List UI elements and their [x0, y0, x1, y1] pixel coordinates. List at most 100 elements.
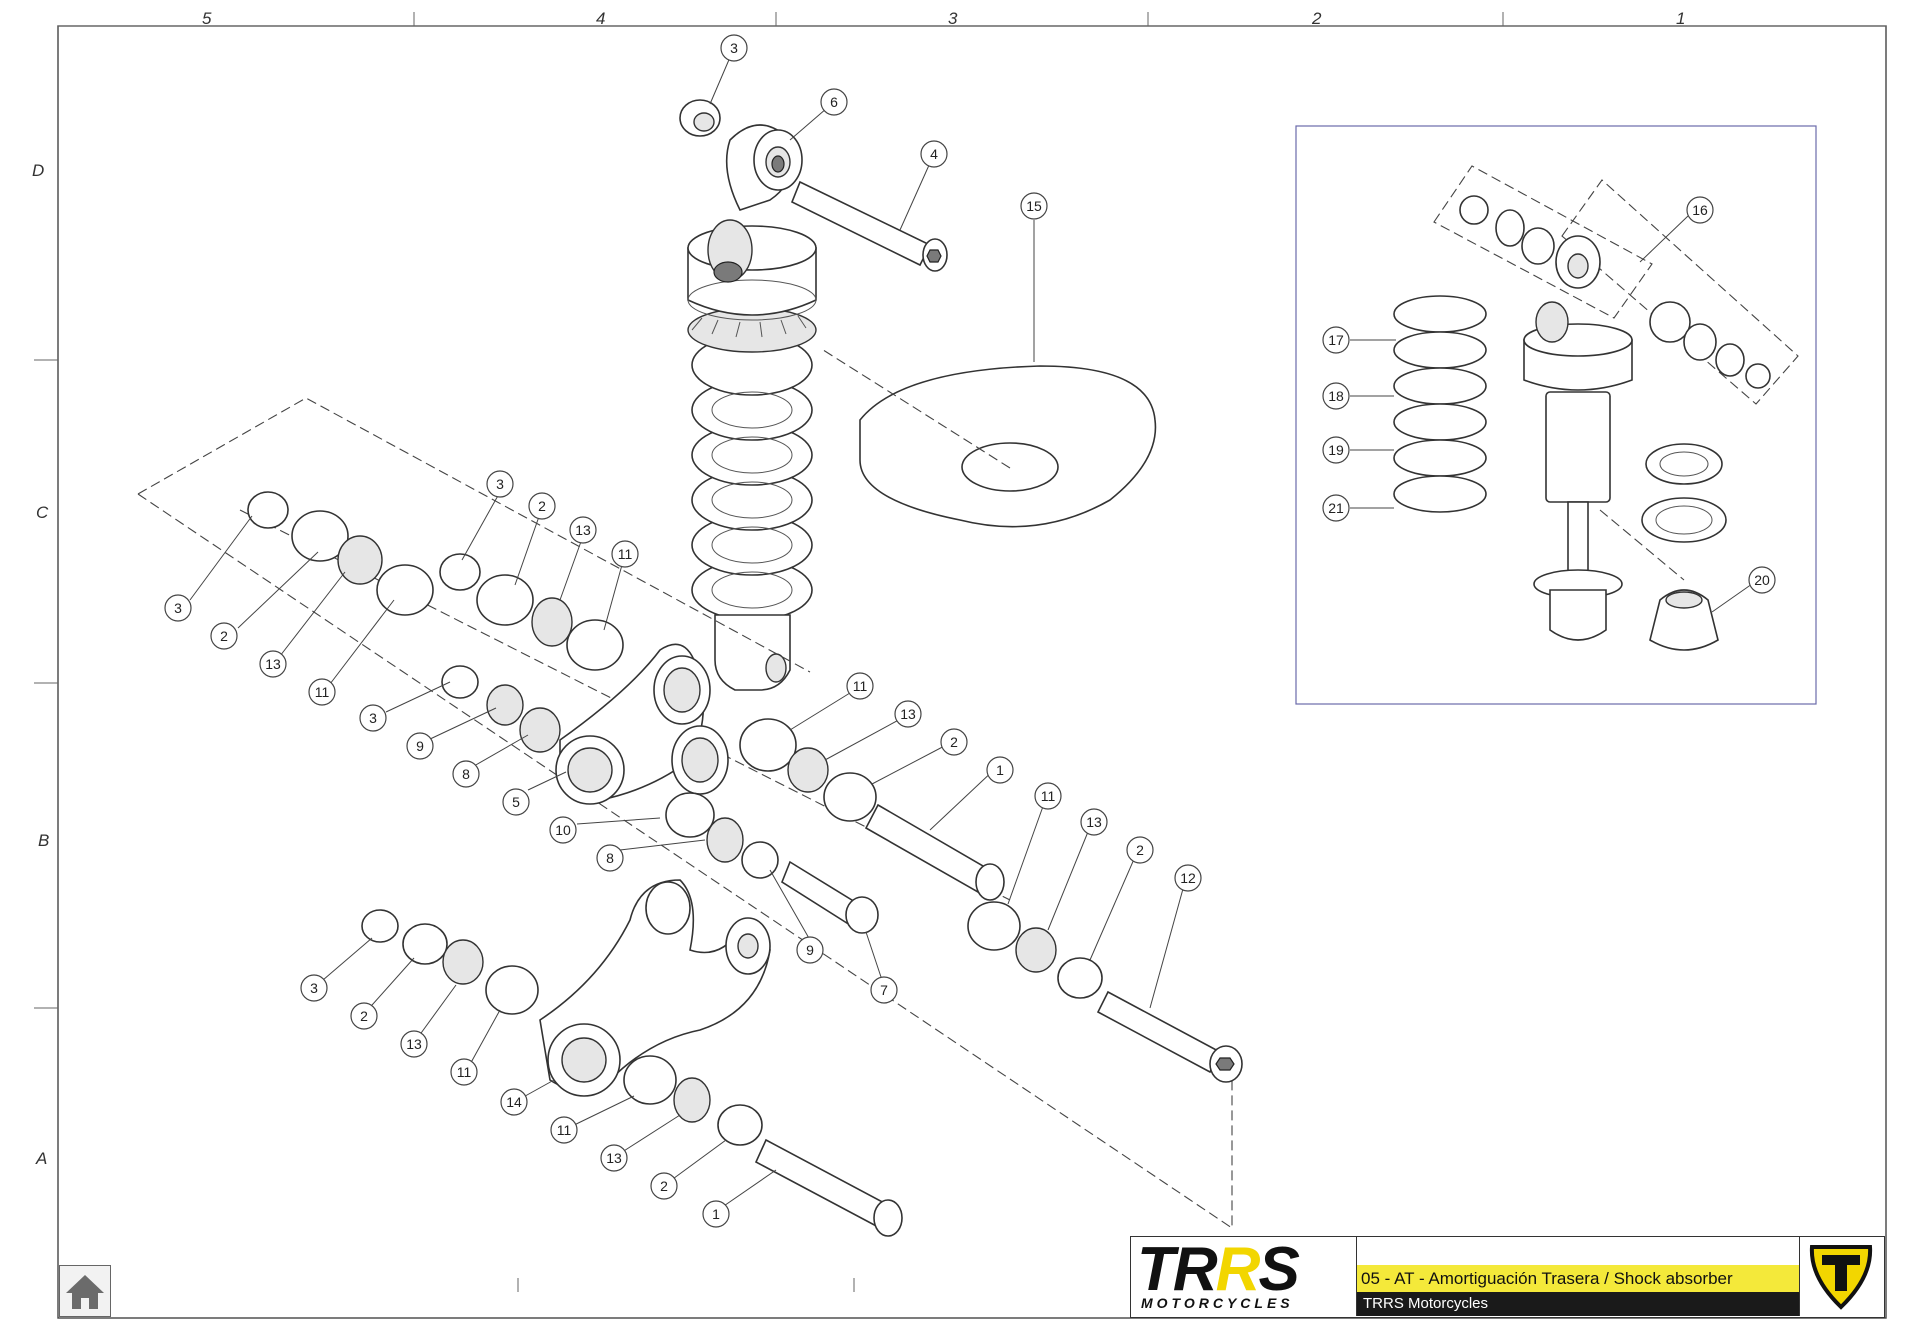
svg-text:6: 6	[830, 94, 838, 110]
brand-suffix: S	[1258, 1235, 1299, 1304]
svg-text:13: 13	[575, 522, 591, 538]
svg-text:2: 2	[660, 1178, 668, 1194]
bottom-ticks	[517, 1278, 855, 1292]
left-zone-ticks	[34, 359, 58, 1009]
callout-13-a: 13	[259, 650, 287, 678]
callout-9-a: 9	[406, 732, 434, 760]
svg-text:11: 11	[618, 546, 633, 562]
callout-2-a: 2	[210, 622, 238, 650]
zone-col-3: 3	[948, 9, 958, 28]
svg-text:1: 1	[712, 1206, 720, 1222]
callout-4: 4	[920, 140, 948, 168]
svg-text:13: 13	[900, 706, 916, 722]
callout-17: 17	[1322, 326, 1350, 354]
callout-2-f: 2	[650, 1172, 678, 1200]
svg-text:5: 5	[512, 794, 520, 810]
svg-text:13: 13	[265, 656, 281, 672]
callout-13-c: 13	[894, 700, 922, 728]
svg-text:3: 3	[174, 600, 182, 616]
svg-text:2: 2	[950, 734, 958, 750]
callout-2-b: 2	[528, 492, 556, 520]
callout-3-top: 3	[720, 34, 748, 62]
callout-14: 14	[500, 1088, 528, 1116]
callout-6: 6	[820, 88, 848, 116]
callout-2-d: 2	[1126, 836, 1154, 864]
brand-accent: R	[1215, 1235, 1261, 1304]
svg-text:4: 4	[930, 146, 938, 162]
svg-text:2: 2	[220, 628, 228, 644]
home-button[interactable]	[59, 1265, 111, 1317]
lower-link-illustration	[361, 879, 1243, 1237]
shock-absorber-illustration	[679, 99, 948, 691]
callout-12: 12	[1174, 864, 1202, 892]
svg-text:17: 17	[1328, 332, 1344, 348]
svg-text:13: 13	[1086, 814, 1102, 830]
emblem-box	[1799, 1237, 1883, 1316]
svg-text:11: 11	[853, 678, 868, 694]
callout-13-b: 13	[569, 516, 597, 544]
svg-text:3: 3	[310, 980, 318, 996]
svg-text:11: 11	[315, 684, 330, 700]
svg-text:8: 8	[606, 850, 614, 866]
svg-text:1: 1	[996, 762, 1004, 778]
zone-row-A: A	[35, 1149, 47, 1168]
callout-20: 20	[1748, 566, 1776, 594]
drawing-frame	[57, 25, 1887, 1319]
svg-text:9: 9	[806, 942, 814, 958]
callout-9-b: 9	[796, 936, 824, 964]
inset-detail	[1295, 125, 1817, 705]
callout-2-c: 2	[940, 728, 968, 756]
svg-text:11: 11	[457, 1064, 472, 1080]
callout-11-d: 11	[1034, 782, 1062, 810]
callout-13-d: 13	[1080, 808, 1108, 836]
callout-8-b: 8	[596, 844, 624, 872]
callout-13-f: 13	[600, 1144, 628, 1172]
brand-prefix: TR	[1137, 1235, 1218, 1304]
company-name: TRRS Motorcycles	[1357, 1292, 1799, 1316]
callout-2-e: 2	[350, 1002, 378, 1030]
callout-11-a: 11	[308, 678, 336, 706]
home-icon	[66, 1275, 104, 1309]
callout-3-b: 3	[486, 470, 514, 498]
brand-subtitle: MOTORCYCLES	[1141, 1295, 1294, 1311]
svg-text:13: 13	[406, 1036, 422, 1052]
callout-13-e: 13	[400, 1030, 428, 1058]
svg-text:9: 9	[416, 738, 424, 754]
brand-wordmark: TRRS	[1137, 1239, 1300, 1301]
callout-7: 7	[870, 976, 898, 1004]
svg-text:16: 16	[1692, 202, 1708, 218]
svg-text:12: 12	[1180, 870, 1196, 886]
svg-text:15: 15	[1026, 198, 1042, 214]
callout-18: 18	[1322, 382, 1350, 410]
callout-15: 15	[1020, 192, 1048, 220]
callout-19: 19	[1322, 436, 1350, 464]
drawing-title: 05 - AT - Amortiguación Trasera / Shock …	[1357, 1265, 1799, 1292]
inset-spring	[1393, 295, 1487, 513]
brand-logo: TRRS MOTORCYCLES	[1131, 1237, 1357, 1316]
callout-3-c: 3	[359, 704, 387, 732]
svg-text:2: 2	[360, 1008, 368, 1024]
callout-21: 21	[1322, 494, 1350, 522]
title-block: TRRS MOTORCYCLES 05 - AT - Amortiguación…	[1130, 1236, 1885, 1318]
svg-text:3: 3	[496, 476, 504, 492]
svg-text:11: 11	[1041, 788, 1056, 804]
callout-1-b: 1	[702, 1200, 730, 1228]
zone-col-1: 1	[1676, 9, 1685, 28]
callout-3-d: 3	[300, 974, 328, 1002]
zone-col-4: 4	[596, 9, 605, 28]
svg-text:8: 8	[462, 766, 470, 782]
spring-coils	[691, 334, 813, 621]
svg-text:3: 3	[730, 40, 738, 56]
callout-16: 16	[1686, 196, 1714, 224]
svg-text:3: 3	[369, 710, 377, 726]
callout-8-a: 8	[452, 760, 480, 788]
svg-text:18: 18	[1328, 388, 1344, 404]
svg-text:11: 11	[557, 1122, 572, 1138]
svg-text:2: 2	[538, 498, 546, 514]
zone-col-5: 5	[202, 9, 212, 28]
callout-11-e: 11	[450, 1058, 478, 1086]
callout-11-f: 11	[550, 1116, 578, 1144]
svg-text:7: 7	[880, 982, 888, 998]
zone-row-B: B	[38, 831, 49, 850]
